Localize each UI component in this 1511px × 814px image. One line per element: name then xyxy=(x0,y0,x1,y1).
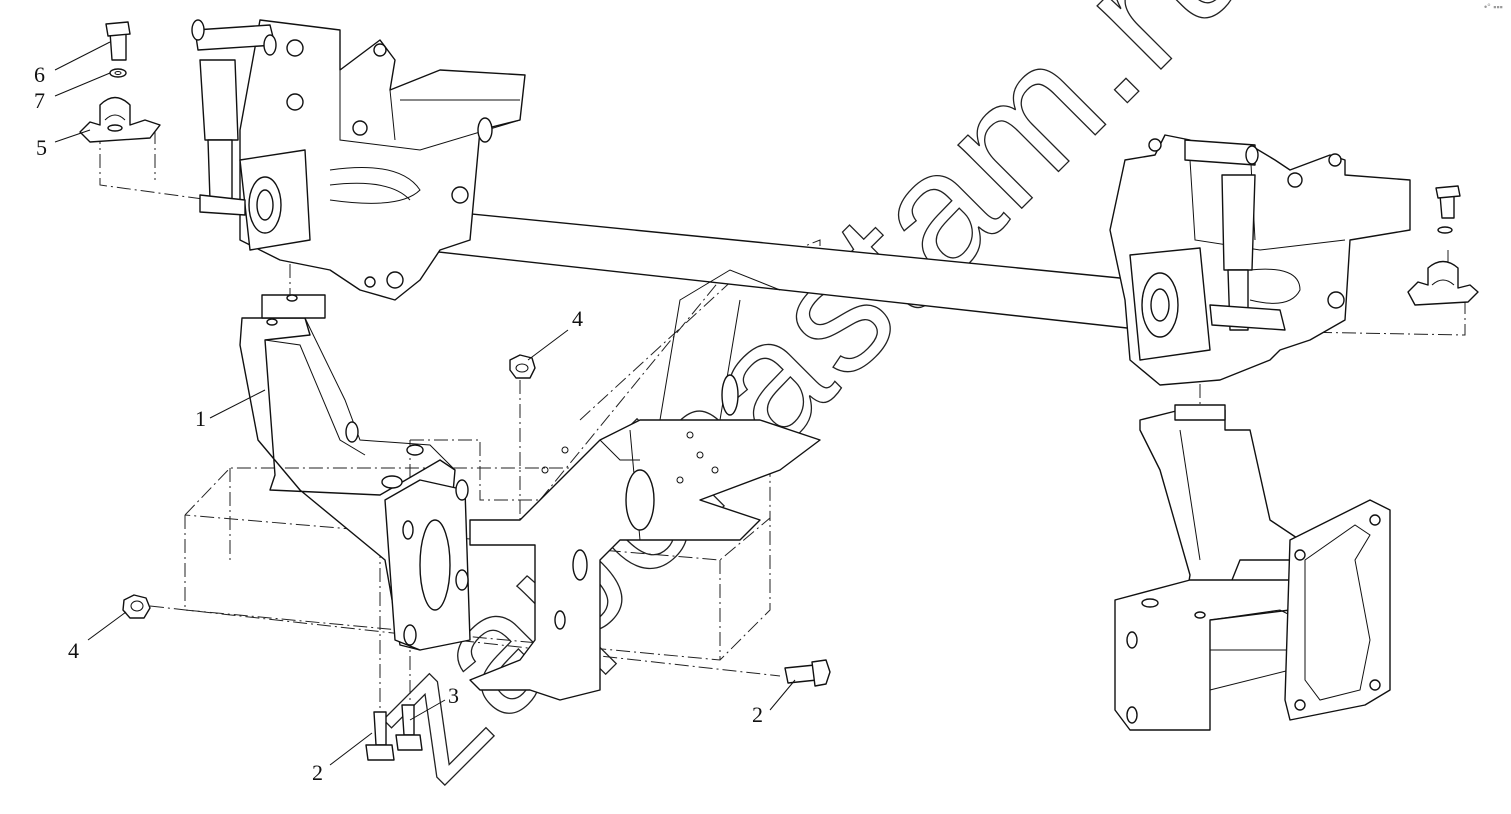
callout-4-top: 4 xyxy=(572,306,583,331)
nut-top xyxy=(509,354,536,379)
callout-4-left: 4 xyxy=(68,638,79,663)
right-clamp-assembly xyxy=(1407,185,1479,306)
callout-6: 6 xyxy=(34,62,45,87)
callout-2-left: 2 xyxy=(312,760,323,785)
leader-lines xyxy=(54,41,796,766)
corner-mark: •° ▪▪▪ xyxy=(1484,2,1503,12)
bolt-center-bottom xyxy=(395,704,423,751)
callout-1: 1 xyxy=(195,406,206,431)
nut-left xyxy=(122,594,151,619)
left-upper-bracket xyxy=(191,19,526,301)
callout-5: 5 xyxy=(36,135,47,160)
callout-2-right: 2 xyxy=(752,702,763,727)
callout-7: 7 xyxy=(34,88,45,113)
frame-rail xyxy=(469,269,821,701)
right-upper-bracket xyxy=(1109,134,1411,386)
callout-3: 3 xyxy=(448,683,459,708)
left-clamp-assembly xyxy=(79,21,161,143)
right-support-bracket xyxy=(1114,404,1391,731)
left-support-bracket xyxy=(239,294,471,651)
bolt-left-bottom xyxy=(365,711,395,761)
callout-labels: 6 7 5 1 4 4 3 2 2 xyxy=(34,62,763,785)
bolt-right xyxy=(784,659,831,687)
